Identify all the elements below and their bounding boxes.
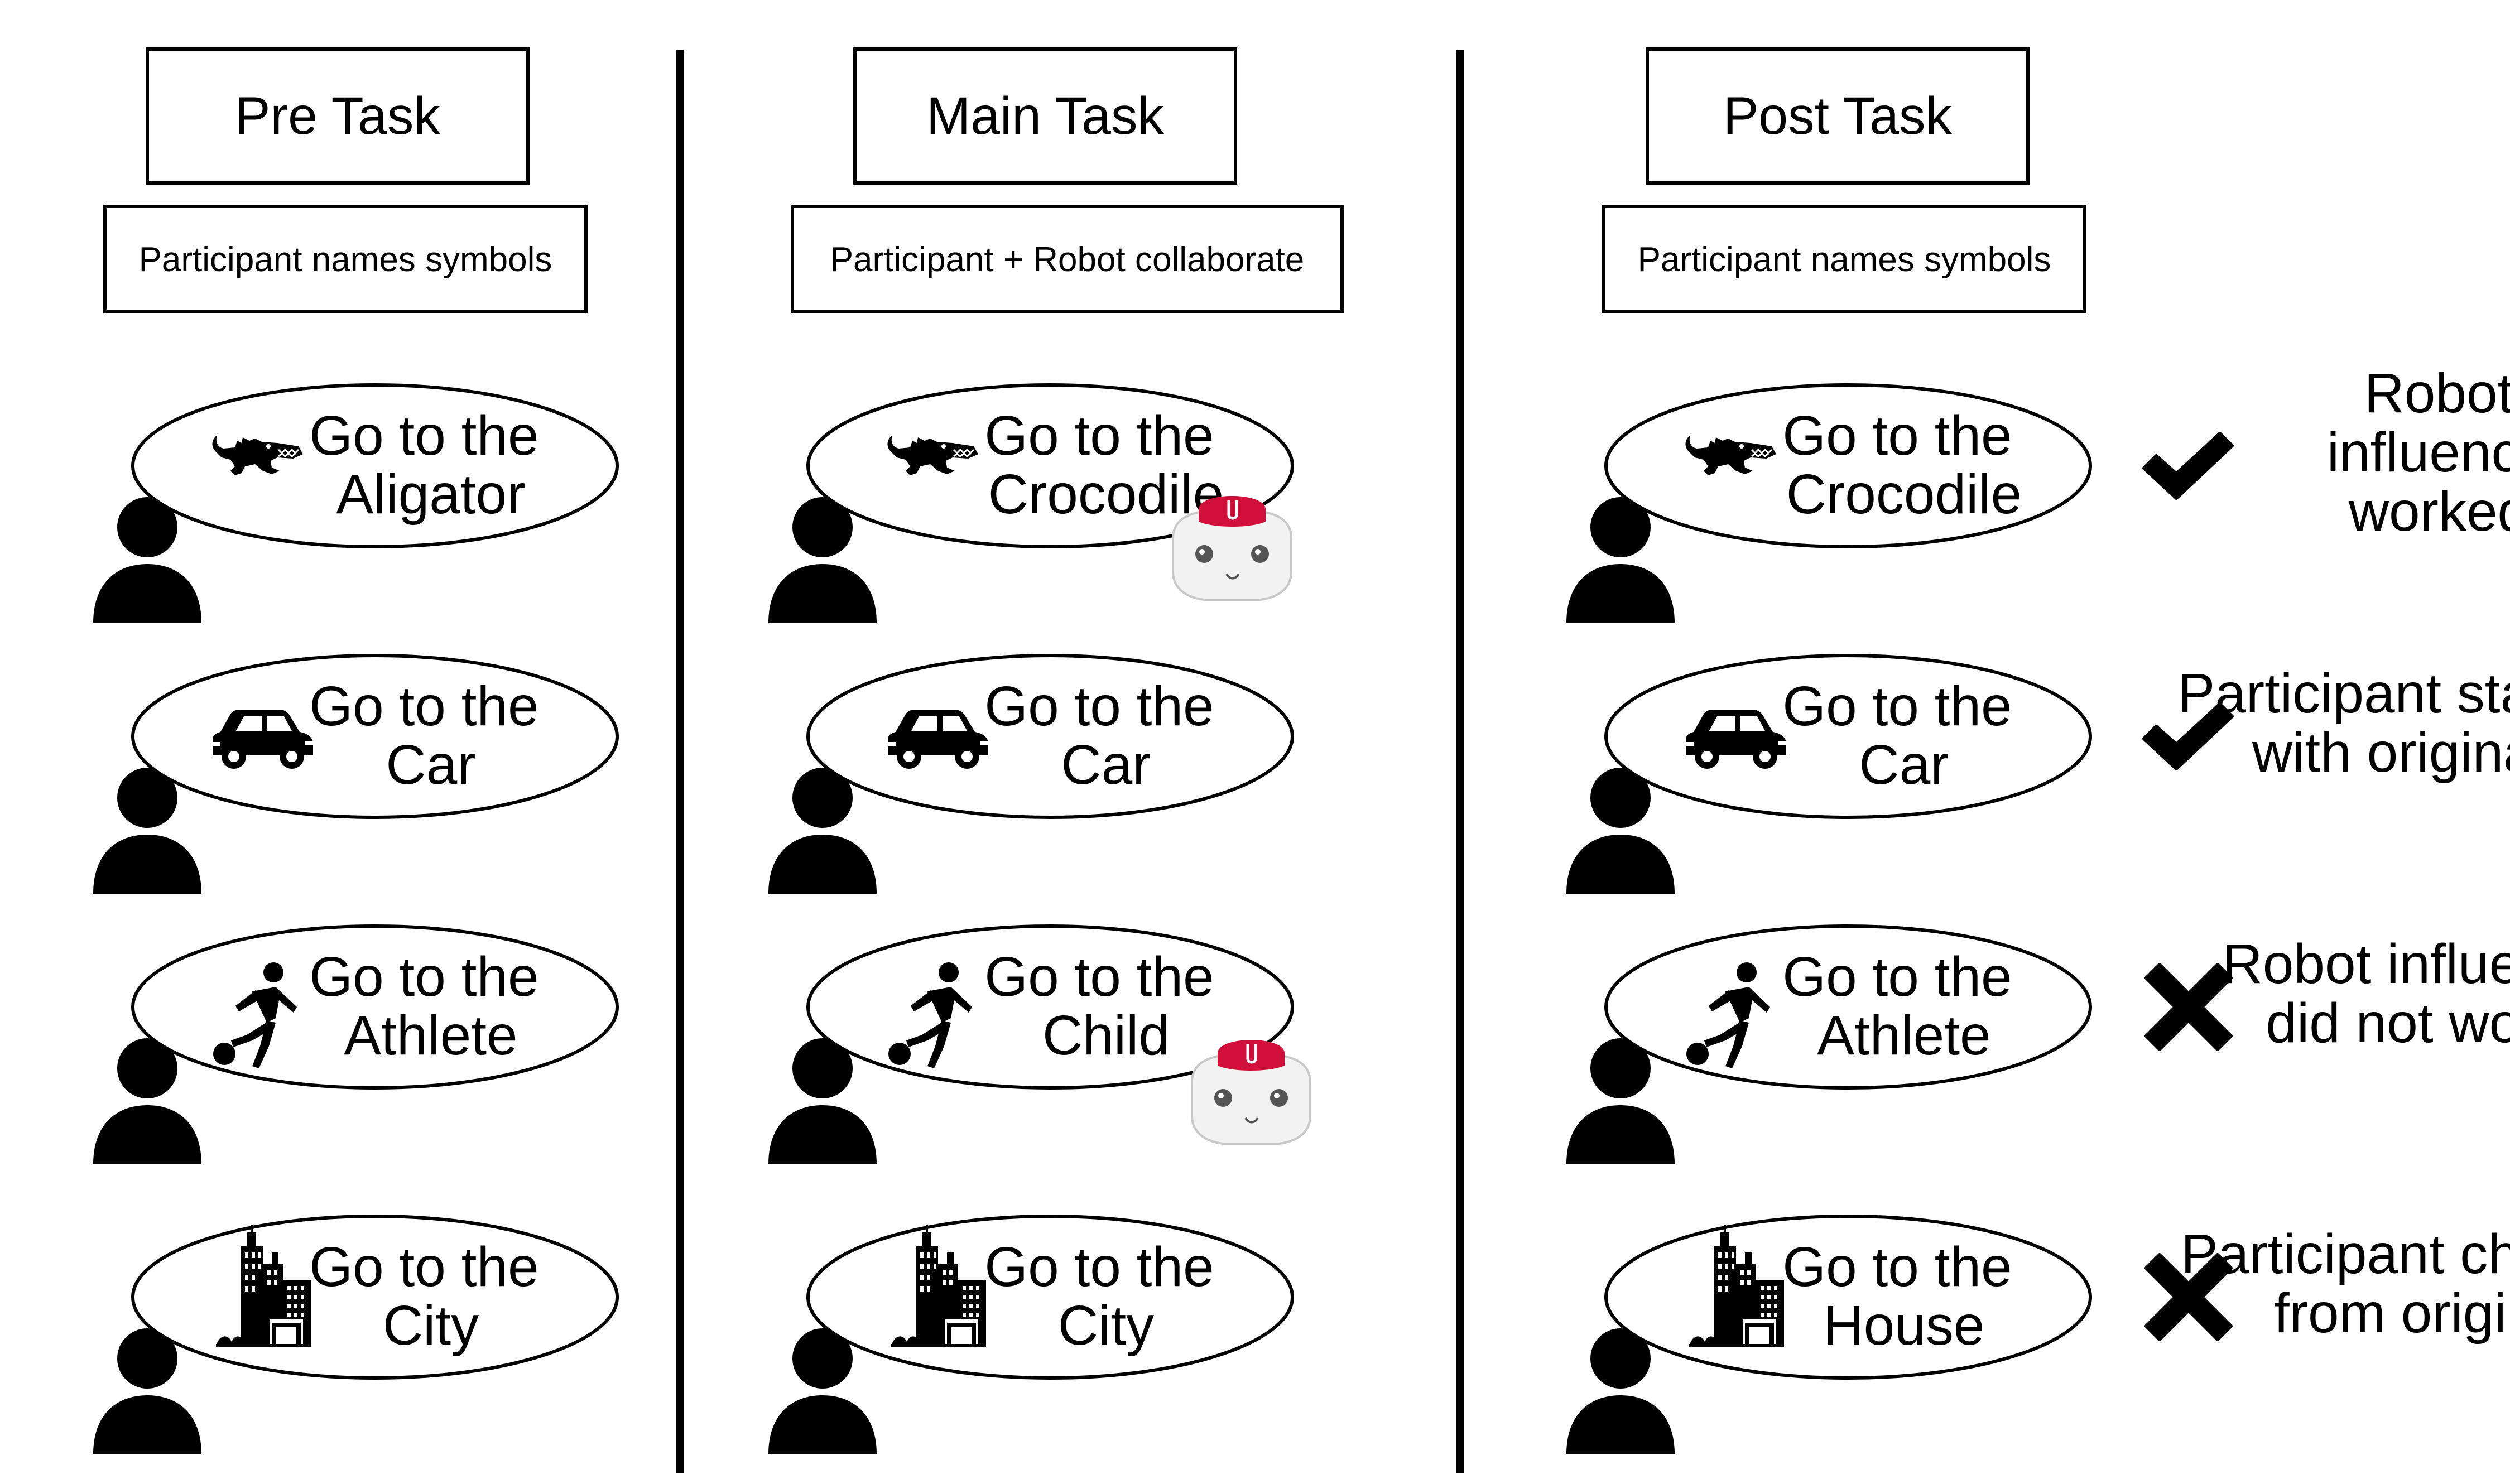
title-box [146, 47, 530, 185]
thought-bubble [806, 654, 1294, 819]
bubble-line-1: Go to the [1782, 1236, 2012, 1298]
bubble-line-1: Go to the [984, 675, 1214, 738]
subtitle-box [103, 205, 588, 313]
column-divider [676, 50, 684, 1473]
outcome-note-line: from original [2274, 1282, 2510, 1345]
thought-bubble [131, 654, 619, 819]
outcome-note-line: Participant stayed [2178, 662, 2510, 725]
outcome-note-line: with original [2252, 721, 2510, 784]
bubble-line-2: Crocodile [988, 463, 1224, 526]
thought-bubble [1604, 383, 2092, 548]
column-title: Main Task [926, 86, 1164, 146]
column-subtitle: Participant names symbols [1638, 240, 2051, 279]
bubble-line-1: Go to the [309, 404, 538, 467]
bubble-line-2: Aligator [336, 463, 525, 526]
bubble-line-2: Crocodile [1786, 463, 2022, 526]
bubble-line-1: Go to the [1782, 946, 2012, 1008]
check-icon [2144, 433, 2232, 498]
subtitle-box [1602, 205, 2086, 313]
thought-bubble [1604, 654, 2092, 819]
bubble-line-1: Go to the [984, 946, 1214, 1008]
bubble-line-1: Go to the [309, 946, 538, 1008]
title-box [1646, 47, 2030, 185]
bubble-line-1: Go to the [1782, 675, 2012, 738]
thought-bubble [806, 924, 1294, 1090]
thought-bubble [131, 924, 619, 1090]
thought-bubble [1604, 924, 2092, 1090]
outcome-note-line: did not work [2266, 992, 2510, 1054]
outcome-note-line: Robot influence [2223, 933, 2510, 995]
bubble-line-2: Athlete [344, 1004, 517, 1067]
outcome-note-line: Robot [2364, 362, 2510, 425]
bubble-line-2: City [1058, 1294, 1154, 1357]
thought-bubble [131, 383, 619, 548]
column-title: Pre Task [235, 86, 440, 146]
column-divider [1456, 50, 1464, 1473]
column-title: Post Task [1723, 86, 1953, 146]
outcome-note-line: influence [2327, 421, 2510, 484]
outcome-note-line: Participant changed [2181, 1223, 2510, 1285]
bubble-line-2: Child [1042, 1004, 1170, 1067]
title-box [853, 47, 1237, 185]
bubble-line-1: Go to the [984, 404, 1214, 467]
bubble-line-2: Car [1061, 734, 1151, 796]
column-subtitle: Participant + Robot collaborate [830, 240, 1305, 279]
cross-icon [2146, 965, 2231, 1049]
column-subtitle: Participant names symbols [139, 240, 552, 279]
bubble-line-1: Go to the [984, 1236, 1214, 1298]
bubble-line-1: Go to the [309, 675, 538, 738]
bubble-line-1: Go to the [309, 1236, 538, 1298]
bubble-line-1: Go to the [1782, 404, 2012, 467]
bubble-line-2: House [1823, 1294, 1984, 1357]
bubble-line-2: Car [1859, 734, 1949, 796]
outcome-note-line: worked [2348, 480, 2510, 543]
bubble-line-2: Athlete [1817, 1004, 1990, 1067]
subtitle-box [791, 205, 1344, 313]
bubble-line-2: Car [386, 734, 475, 796]
bubble-line-2: City [383, 1294, 479, 1357]
thought-bubble [806, 383, 1294, 548]
